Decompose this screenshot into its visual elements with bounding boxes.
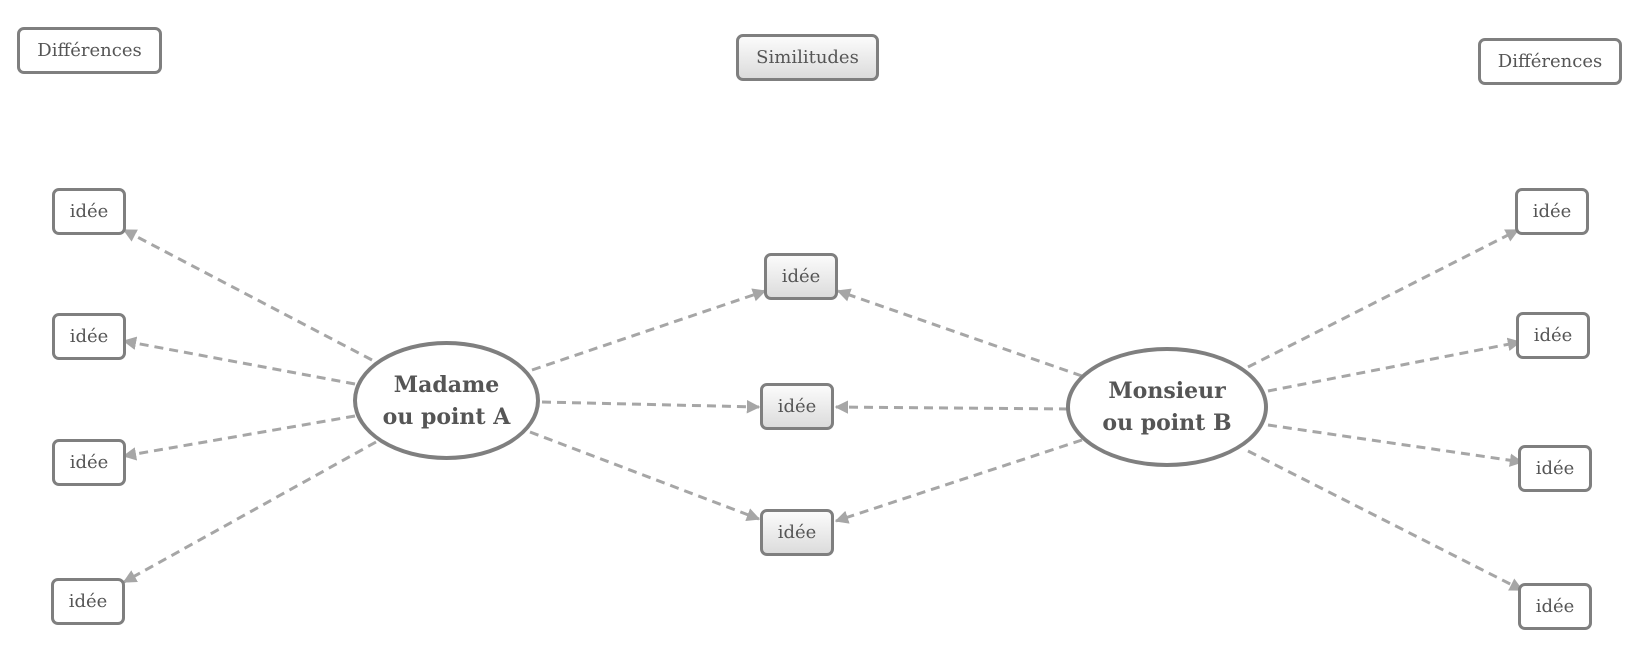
idea-right-3[interactable]: idée [1518,445,1592,492]
edge-b-mid-2 [834,400,1069,414]
edge-a-left-4 [122,440,377,584]
header-left-differences[interactable]: Différences [17,27,162,74]
edge-a-left-2 [122,336,356,386]
node-madame-line2: ou point A [382,403,511,430]
idea-right-2[interactable]: idée [1516,312,1590,359]
idea-left-2[interactable]: idée [52,313,126,360]
idea-left-4[interactable]: idée [51,578,125,625]
node-monsieur-line1: Monsieur [1108,378,1226,404]
edge-a-left-3 [122,414,356,461]
edge-b-mid-3 [834,438,1083,524]
idea-left-3[interactable]: idée [52,439,126,486]
edge-a-left-1 [122,228,373,362]
header-similarities[interactable]: Similitudes [736,34,879,81]
idea-middle-2[interactable]: idée [760,383,834,430]
edge-b-right-3 [1267,423,1524,467]
node-monsieur-point-b[interactable]: Monsieur ou point B [1066,347,1268,467]
idea-left-1[interactable]: idée [52,188,126,235]
edge-a-mid-3 [529,430,761,521]
header-right-differences[interactable]: Différences [1478,38,1622,85]
idea-right-1[interactable]: idée [1515,188,1589,235]
idea-middle-1[interactable]: idée [764,253,838,300]
edge-b-right-2 [1267,337,1522,393]
idea-right-4[interactable]: idée [1518,583,1592,630]
node-madame-line1: Madame [393,371,500,398]
edge-a-mid-1 [531,288,767,372]
node-madame-point-a[interactable]: Madame ou point A [353,341,540,460]
edge-b-right-1 [1247,228,1520,369]
edge-b-mid-1 [836,288,1083,378]
edge-b-right-4 [1247,449,1524,592]
edge-a-mid-2 [541,399,761,414]
idea-middle-3[interactable]: idée [760,509,834,556]
node-monsieur-line2: ou point B [1102,410,1232,436]
